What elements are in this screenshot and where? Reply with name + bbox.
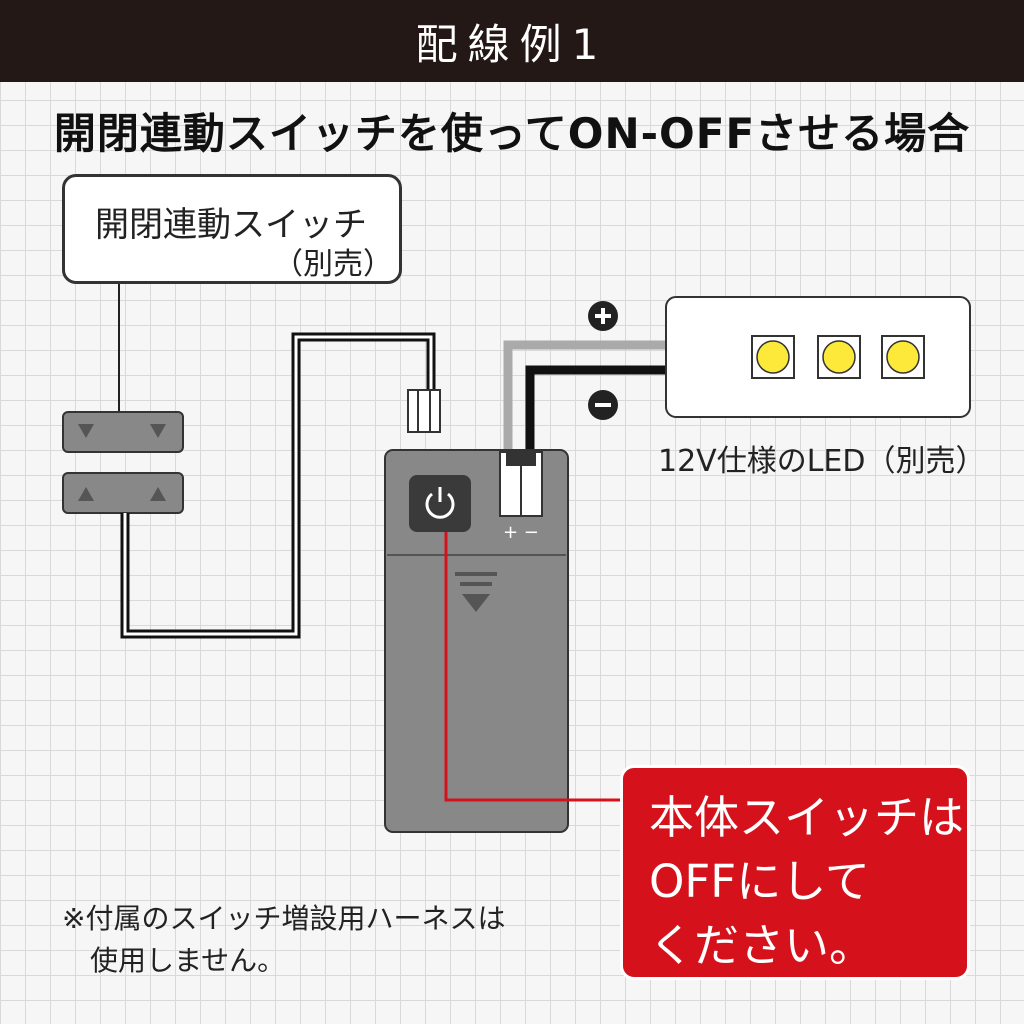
arrow-down-icon (150, 424, 166, 438)
notice-leader-line (444, 532, 622, 802)
power-button (409, 475, 471, 532)
door-switch-lower (62, 472, 184, 514)
battery-box (384, 449, 569, 833)
minus-circle-icon (588, 390, 618, 420)
notice-line-3: ください。 (649, 919, 875, 972)
led-module (665, 296, 971, 418)
door-switch-label: 開閉連動スイッチ (95, 205, 367, 245)
door-switch-note: （別売） (273, 247, 393, 282)
plus-circle-icon (588, 301, 618, 331)
arrow-up-icon (78, 487, 94, 501)
led-chip (881, 335, 925, 379)
door-switch-box: 開閉連動スイッチ （別売） (62, 174, 402, 284)
notice-box: 本体スイッチは OFFにして ください。 (620, 765, 970, 980)
notice-line-2: OFFにして (649, 855, 870, 908)
led-wire-gray (503, 340, 700, 455)
led-label: 12V仕様のLED（別売） (658, 444, 986, 479)
harness-connector (407, 389, 441, 433)
led-chip (751, 335, 795, 379)
arrow-down-icon (78, 424, 94, 438)
power-icon (425, 487, 455, 519)
switch-harness-wire (120, 332, 436, 639)
diagram-subtitle: 開閉連動スイッチを使ってON-OFFさせる場合 (53, 109, 971, 158)
led-wire-black (525, 365, 700, 455)
header-bar: 配線例1 (0, 0, 1024, 82)
led-chip (817, 335, 861, 379)
page-title: 配線例1 (415, 19, 609, 69)
footnote-line-1: ※付属のスイッチ増設用ハーネスは (62, 902, 506, 935)
notice-line-1: 本体スイッチは (649, 791, 965, 844)
terminal-polarity-label: + − (503, 522, 539, 543)
arrow-up-icon (150, 487, 166, 501)
footnote: ※付属のスイッチ増設用ハーネスは 使用しません。 (62, 898, 505, 982)
door-switch-upper (62, 411, 184, 453)
slide-arrow-icon (462, 594, 490, 612)
footnote-line-2: 使用しません。 (90, 944, 286, 977)
